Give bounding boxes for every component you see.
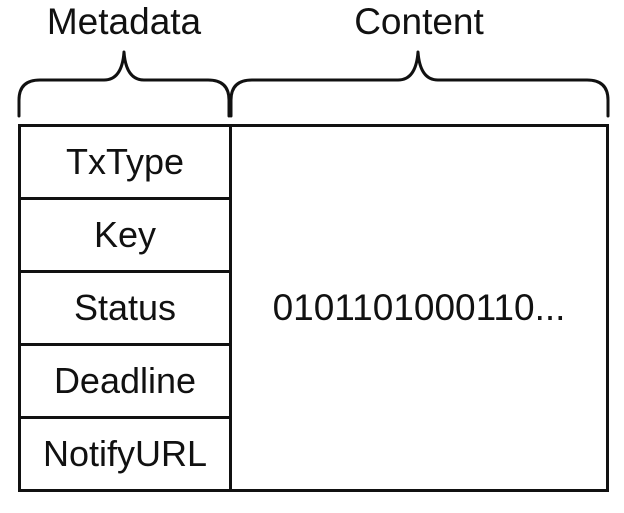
metadata-header: Metadata xyxy=(46,1,202,42)
metadata-field-key: Key xyxy=(21,200,229,273)
content-brace xyxy=(229,50,610,118)
metadata-field-notifyurl: NotifyURL xyxy=(42,433,208,474)
content-header: Content xyxy=(354,1,484,42)
metadata-brace xyxy=(17,50,231,118)
metadata-column: TxType Key Status Deadline NotifyURL xyxy=(21,127,232,489)
content-value: 0101101000110... xyxy=(272,287,566,328)
content-column: 0101101000110... xyxy=(232,127,606,489)
data-structure-table: TxType Key Status Deadline NotifyURL 010… xyxy=(18,124,609,492)
metadata-field-deadline: Deadline xyxy=(21,346,229,419)
metadata-field-status: Status xyxy=(21,273,229,346)
metadata-field-txtype: TxType xyxy=(21,127,229,200)
